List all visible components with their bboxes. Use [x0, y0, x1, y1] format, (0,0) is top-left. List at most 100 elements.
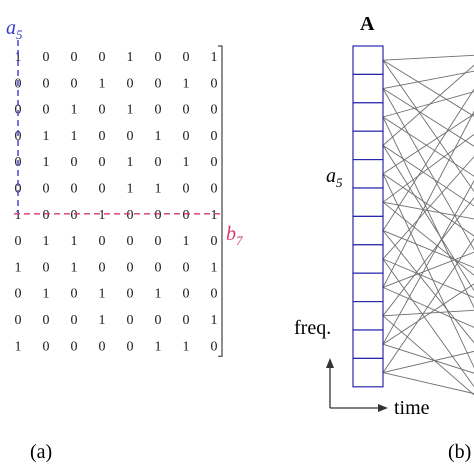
- matrix-cell: 0: [211, 339, 218, 354]
- graph-edge: [382, 88, 474, 251]
- graph-edge: [382, 230, 474, 269]
- graph-edge: [382, 59, 474, 193]
- matrix-cell: 0: [99, 339, 106, 354]
- array-cell: [352, 159, 384, 189]
- matrix-cell: 0: [211, 155, 218, 170]
- row-label-b7: b7: [226, 223, 243, 248]
- array-cell: [352, 102, 384, 132]
- matrix-cell: 0: [71, 313, 78, 328]
- matrix-cell: 1: [127, 155, 134, 170]
- matrix-cell: 0: [99, 182, 106, 197]
- graph-edge: [382, 179, 474, 345]
- panel-label-b: (b): [448, 441, 471, 463]
- matrix-cell: 1: [15, 50, 22, 65]
- matrix-cell: 0: [211, 287, 218, 302]
- matrix-cell: 0: [43, 339, 50, 354]
- matrix-cell: 1: [183, 339, 190, 354]
- graph-edge: [382, 258, 474, 388]
- graph-edge: [382, 54, 474, 61]
- array-cell: [352, 357, 384, 388]
- array-cell: [352, 244, 384, 274]
- matrix-cell: 1: [15, 208, 22, 223]
- matrix-cell: 0: [71, 50, 78, 65]
- matrix-cell: 0: [183, 287, 190, 302]
- matrix-cell: 0: [127, 313, 134, 328]
- graph-edge: [382, 59, 474, 117]
- matrix-cell: 1: [127, 182, 134, 197]
- matrix-cell: 0: [183, 313, 190, 328]
- matrix-cell: 0: [15, 313, 22, 328]
- matrix-cell: 1: [183, 234, 190, 249]
- matrix-cell: 1: [43, 129, 50, 144]
- matrix-cell: 0: [15, 129, 22, 144]
- array-cell: [352, 215, 384, 246]
- matrix-cell: 0: [183, 50, 190, 65]
- matrix-cell: 1: [155, 129, 162, 144]
- matrix-cell: 0: [183, 129, 190, 144]
- matrix-cell: 1: [183, 155, 190, 170]
- matrix-cell: 1: [155, 339, 162, 354]
- matrix-cell: 0: [155, 260, 162, 275]
- panel-label-a: (a): [30, 441, 52, 463]
- matrix-cell: 0: [43, 313, 50, 328]
- matrix-cell: 1: [211, 260, 218, 275]
- matrix-cell: 1: [183, 76, 190, 91]
- matrix-cell: 1: [127, 103, 134, 118]
- matrix-cell: 0: [43, 208, 50, 223]
- matrix-cell: 0: [43, 50, 50, 65]
- graph-edge: [382, 173, 474, 237]
- matrix-cell: 1: [99, 313, 106, 328]
- matrix-cell: 0: [155, 155, 162, 170]
- graph-edge: [382, 116, 474, 309]
- matrix-cell: 0: [43, 76, 50, 91]
- graph-edge: [382, 145, 474, 292]
- matrix-cell: 0: [43, 260, 50, 275]
- array-cell: [352, 130, 384, 161]
- graph-edge: [382, 201, 474, 276]
- matrix-cell: 0: [155, 208, 162, 223]
- matrix-cell: 1: [43, 155, 50, 170]
- matrix-cell: 0: [99, 155, 106, 170]
- matrix-cell: 0: [155, 50, 162, 65]
- matrix-cell: 1: [99, 287, 106, 302]
- array-cell: [352, 301, 384, 331]
- matrix-cell: 1: [127, 50, 134, 65]
- matrix-cell: 0: [71, 182, 78, 197]
- matrix-cell: 0: [183, 182, 190, 197]
- matrix-cell: 0: [71, 287, 78, 302]
- array-cell: [352, 272, 384, 303]
- graph-edge: [382, 283, 474, 345]
- graph-edge: [382, 372, 474, 395]
- matrix-cell: 0: [99, 129, 106, 144]
- matrix-cell: 0: [43, 182, 50, 197]
- graph-edge: [382, 173, 474, 369]
- matrix-cell: 0: [15, 234, 22, 249]
- matrix-right-bracket: [218, 45, 223, 357]
- graph-edge: [382, 70, 474, 90]
- matrix-cell: 0: [71, 76, 78, 91]
- graph-edge: [382, 238, 474, 373]
- graph-edge: [382, 110, 474, 288]
- matrix-cell: 0: [15, 182, 22, 197]
- matrix-cell: 1: [155, 287, 162, 302]
- graph-edge: [382, 197, 474, 317]
- matrix-cell: 1: [211, 313, 218, 328]
- graph-edge: [382, 251, 474, 288]
- matrix-cell: 0: [183, 260, 190, 275]
- graph-edge: [382, 133, 474, 203]
- matrix-cell: 0: [127, 76, 134, 91]
- matrix-cell: 0: [155, 313, 162, 328]
- graph-edge: [382, 88, 474, 231]
- graph-edge: [382, 350, 474, 374]
- matrix-cell: 0: [183, 103, 190, 118]
- matrix-cell: 1: [71, 129, 78, 144]
- matrix-cell: 0: [71, 339, 78, 354]
- matrix-cell: 1: [15, 260, 22, 275]
- graph-edge: [382, 64, 474, 146]
- array-cell: [352, 45, 384, 75]
- matrix-cell: 0: [211, 182, 218, 197]
- matrix-cell: 1: [211, 50, 218, 65]
- matrix-cell: 0: [71, 208, 78, 223]
- graph-edge: [382, 343, 474, 374]
